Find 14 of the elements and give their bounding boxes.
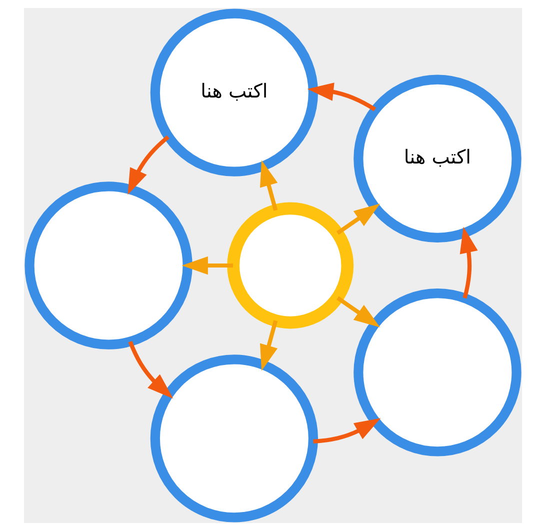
node-circle [150, 354, 318, 522]
node-circle [24, 182, 192, 350]
arrow [127, 135, 169, 195]
arrow [259, 160, 278, 211]
node-circle [226, 202, 354, 329]
arrow [259, 320, 278, 371]
node-circle: اكتب هنا [150, 8, 318, 176]
arrow [336, 204, 380, 235]
arrow [128, 340, 173, 399]
arrow [306, 82, 376, 112]
arrow [181, 256, 233, 275]
arrow [312, 418, 380, 444]
arrow [336, 296, 380, 328]
arrow [459, 226, 478, 299]
